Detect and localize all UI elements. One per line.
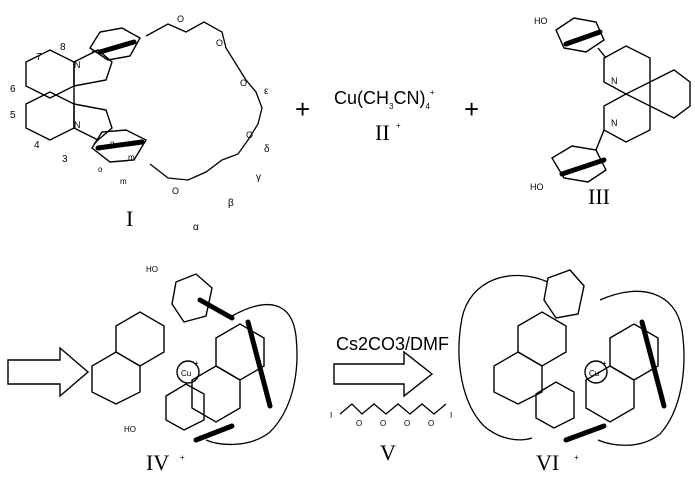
vi-phen-ring-1 [517,311,567,367]
label-VI-charge: + [574,453,579,462]
iv-phenol-lower [165,383,205,431]
oxygen-atom-2: O [216,38,223,48]
meta-label-2: m [120,177,127,186]
compound-I-structure [25,21,263,181]
v-oxygen-2: O [380,419,386,428]
iv-copper-circle [176,360,200,384]
label-V: V [380,440,396,465]
v-oxygen-1: O [356,419,362,428]
iv-phen-ring-1 [115,311,165,367]
phenol-upper [555,17,605,53]
iv-copper: Cu [181,369,191,378]
formula-charge: + [430,88,435,97]
vi-phen-ring-4 [585,365,635,423]
vi-chain-left [458,274,549,441]
label-VI: VI [536,450,559,475]
vi-chain-right [597,290,685,446]
label-III: III [588,184,610,209]
nitrogen-atom-2: N [74,120,81,130]
phen3-upper-ring [603,45,651,95]
iv-copper-charge: + [194,359,199,368]
position-4: 4 [34,140,40,151]
diiodide-chain [339,403,447,415]
phen-ring-top-left [25,49,75,99]
chain-beta: β [228,198,234,209]
vi-phenol-upper [543,269,585,319]
vi-copper-circle [584,360,608,384]
ortho-label-1: o [110,139,115,148]
open-arrow-left [7,346,90,398]
v-oxygen-3: O [404,419,410,428]
iodine-left: I [330,411,332,420]
iv-phen-ring-2 [91,351,141,405]
chain-gamma: γ [256,172,261,183]
oxygen-atom-4: O [246,130,253,140]
iv-phenol-upper [171,273,213,323]
nitrogen-III-2: N [611,118,618,128]
chain-delta: δ [264,144,270,155]
label-IV-charge: + [180,453,185,462]
chain-epsilon: ε [264,86,269,97]
formula-mid: CN) [393,88,425,108]
phen-ring-lower-pyridine [73,103,113,141]
position-8: 8 [60,42,66,53]
formula-base: Cu(CH [334,88,389,108]
v-oxygen-4: O [428,419,434,428]
position-7: 7 [36,52,42,63]
phen3-right-ring [649,69,691,119]
formula-sub-3: 3 [389,102,394,111]
copper-complex-formula: Cu(CH3CN)4+ [334,88,435,111]
iodine-right: I [450,411,452,420]
label-IV: IV [146,450,169,475]
nitrogen-atom-1: N [74,60,81,70]
vi-phenol-lower [535,381,575,429]
iv-hydroxyl-lower: HO [124,425,136,434]
iv-hydroxyl-upper: HO [146,265,158,274]
hydroxyl-upper: HO [534,16,548,26]
meta-label-1: m [128,153,135,162]
oxygen-atom-1: O [177,14,184,24]
compound-IV-structure [91,273,298,446]
oxygen-atom-3: O [240,78,247,88]
position-5: 5 [10,110,16,121]
plus-sign-2: + [464,94,479,124]
nitrogen-III-1: N [611,76,618,86]
phenyl-lower [91,129,147,163]
position-3: 3 [62,154,68,165]
label-I: I [126,206,133,231]
oxygen-atom-5: O [172,186,179,196]
reaction-arrow [333,350,434,398]
reagent-text: Cs2CO3/DMF [336,334,449,354]
iv-phen-ring-4 [191,365,241,423]
ortho-label-2: o [98,165,103,174]
plus-sign-1: + [295,94,310,124]
phen-ring-bottom-left [25,91,75,141]
label-II-charge: + [396,121,401,130]
phenol-lower [551,145,607,183]
position-6: 6 [10,84,16,95]
vi-phen-ring-2 [493,351,543,405]
phenyl-upper [89,27,141,61]
compound-VI-structure [458,269,685,446]
polyether-chain [145,21,263,181]
vi-copper-charge: + [602,359,607,368]
formula-sub-4: 4 [425,102,430,111]
chain-alpha: α [193,222,199,233]
iv-chain-loop [205,303,298,446]
label-II: II [375,120,390,145]
compound-III-structure [551,17,691,183]
hydroxyl-lower: HO [530,182,544,192]
vi-copper: Cu [589,369,599,378]
